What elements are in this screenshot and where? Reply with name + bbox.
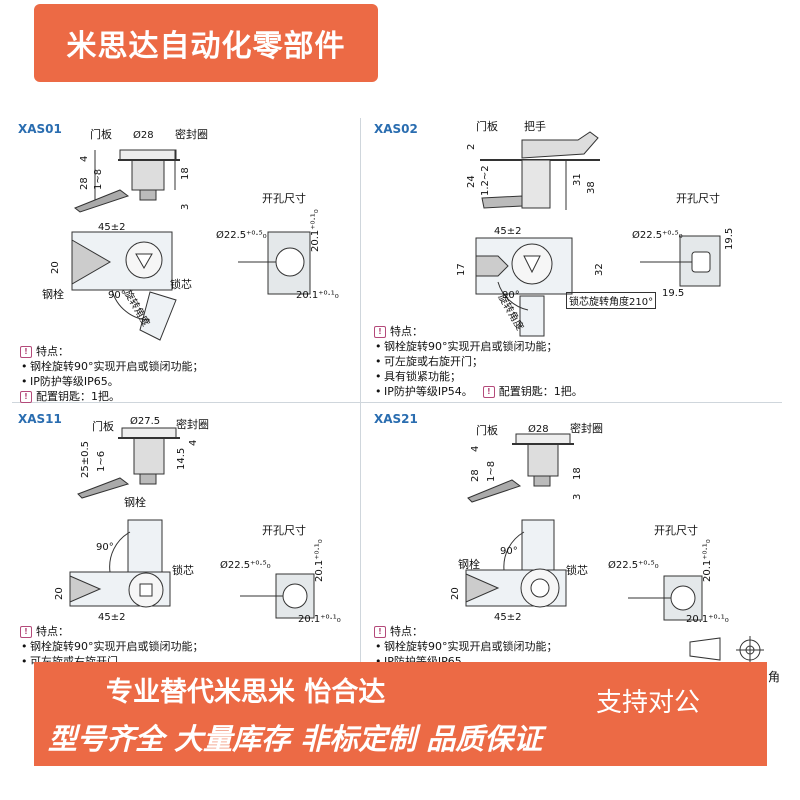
dim: 45±2	[494, 612, 522, 623]
info-icon: !	[20, 345, 32, 358]
label-core-rotation: 锁芯旋转角度210°	[566, 292, 657, 309]
dim: Ø22.5⁺⁰·⁵₀	[608, 560, 659, 571]
bottom-banner: 专业替代米思米 怡合达 型号齐全 大量库存 非标定制 品质保证 支持对公	[34, 662, 767, 766]
dim: 19.5	[662, 288, 685, 299]
dim: 20.1⁺⁰·¹₀	[298, 614, 341, 625]
dim: 45±2	[98, 612, 126, 623]
divider-horizontal	[12, 402, 782, 403]
label-angle: 90°	[502, 290, 520, 301]
label-cutout: 开孔尺寸	[262, 524, 306, 537]
divider-vertical	[360, 118, 361, 678]
dim: Ø22.5⁺⁰·⁵₀	[216, 230, 267, 241]
dim: 20.1⁺⁰·¹₀	[686, 614, 729, 625]
features-list: !特点： 钢栓旋转90°实现开启或锁闭功能； 可左旋或右旋开门； 具有锁紧功能；…	[374, 324, 583, 399]
feature-item: IP防护等级IP65。	[20, 374, 204, 389]
label-angle: 90°	[108, 290, 126, 301]
model-code: XAS11	[18, 412, 62, 426]
info-icon: !	[374, 625, 386, 638]
label-seal: 密封圈	[570, 422, 603, 435]
banner-features: 型号齐全 大量库存 非标定制 品质保证	[48, 722, 543, 756]
dim: 20	[450, 587, 461, 600]
feature-item: 钢栓旋转90°实现开启或锁闭功能；	[20, 359, 204, 374]
dim: Ø28	[133, 130, 154, 141]
banner-payment: 支持对公	[596, 688, 701, 718]
feature-item: 钢栓旋转90°实现开启或锁闭功能；	[20, 639, 204, 654]
dim: Ø28	[528, 424, 549, 435]
label-lock-core: 锁芯	[172, 564, 194, 577]
feature-item: 钢栓旋转90°实现开启或锁闭功能；	[374, 339, 583, 354]
label-seal: 密封圈	[176, 418, 209, 431]
feature-item: 配置钥匙：1把。	[36, 390, 120, 403]
label-door-panel: 门板	[476, 120, 498, 133]
feature-item: 可左旋或右旋开门；	[374, 354, 583, 369]
label-cutout: 开孔尺寸	[654, 524, 698, 537]
banner-title: 米思达自动化零部件	[66, 29, 346, 64]
label-door-panel: 门板	[90, 128, 112, 141]
features-list: !特点： 钢栓旋转90°实现开启或锁闭功能； IP防护等级IP65。 !配置钥匙…	[20, 344, 204, 404]
partial-label: 角	[768, 670, 781, 684]
feature-item: 配置钥匙：1把。	[498, 385, 583, 398]
info-icon: !	[20, 625, 32, 638]
dim: 20.1⁺⁰·¹₀	[702, 539, 713, 582]
label-lock-core: 锁芯	[566, 564, 588, 577]
dim: 45±2	[98, 222, 126, 233]
info-icon: !	[482, 385, 495, 398]
feature-item: IP防护等级IP54。	[374, 384, 473, 399]
dim: 28	[470, 469, 481, 482]
dim: 18	[572, 467, 583, 480]
label-door-panel: 门板	[476, 424, 498, 437]
label-bolt: 钢栓	[124, 496, 146, 509]
dim: Ø27.5	[130, 416, 161, 427]
features-list: !特点： 钢栓旋转90°实现开启或锁闭功能； 可左旋或右旋开门	[20, 624, 204, 669]
feature-item: 具有锁紧功能；	[374, 369, 583, 384]
label-angle: 90°	[96, 542, 114, 553]
dim: 3	[572, 493, 583, 500]
model-code: XAS02	[374, 122, 418, 136]
label-cutout: 开孔尺寸	[676, 192, 720, 205]
label-handle: 把手	[524, 120, 546, 133]
label-bolt: 钢栓	[458, 558, 480, 571]
banner-slogan: 专业替代米思米 怡合达	[106, 677, 386, 708]
dim: 45±2	[494, 226, 522, 237]
features-list: !特点： 钢栓旋转90°实现开启或锁闭功能； IP防护等级IP65	[374, 624, 558, 669]
model-code: XAS21	[374, 412, 418, 426]
label-bolt: 钢栓	[42, 288, 64, 301]
dim: 20.1⁺⁰·¹₀	[296, 290, 339, 301]
dim: Ø22.5⁺⁰·⁵₀	[632, 230, 683, 241]
feature-item: 钢栓旋转90°实现开启或锁闭功能；	[374, 639, 558, 654]
info-icon: !	[374, 325, 386, 338]
model-code: XAS01	[18, 122, 62, 136]
info-icon: !	[20, 390, 32, 403]
label-seal: 密封圈	[175, 128, 208, 141]
dim: Ø22.5⁺⁰·⁵₀	[220, 560, 271, 571]
label-angle: 90°	[500, 546, 518, 557]
label-lock-core: 锁芯	[170, 278, 192, 291]
label-door-panel: 门板	[92, 420, 114, 433]
dim: 1~8	[486, 460, 497, 482]
dim: 4	[470, 445, 481, 452]
label-cutout: 开孔尺寸	[262, 192, 306, 205]
top-banner: 米思达自动化零部件	[34, 4, 378, 82]
